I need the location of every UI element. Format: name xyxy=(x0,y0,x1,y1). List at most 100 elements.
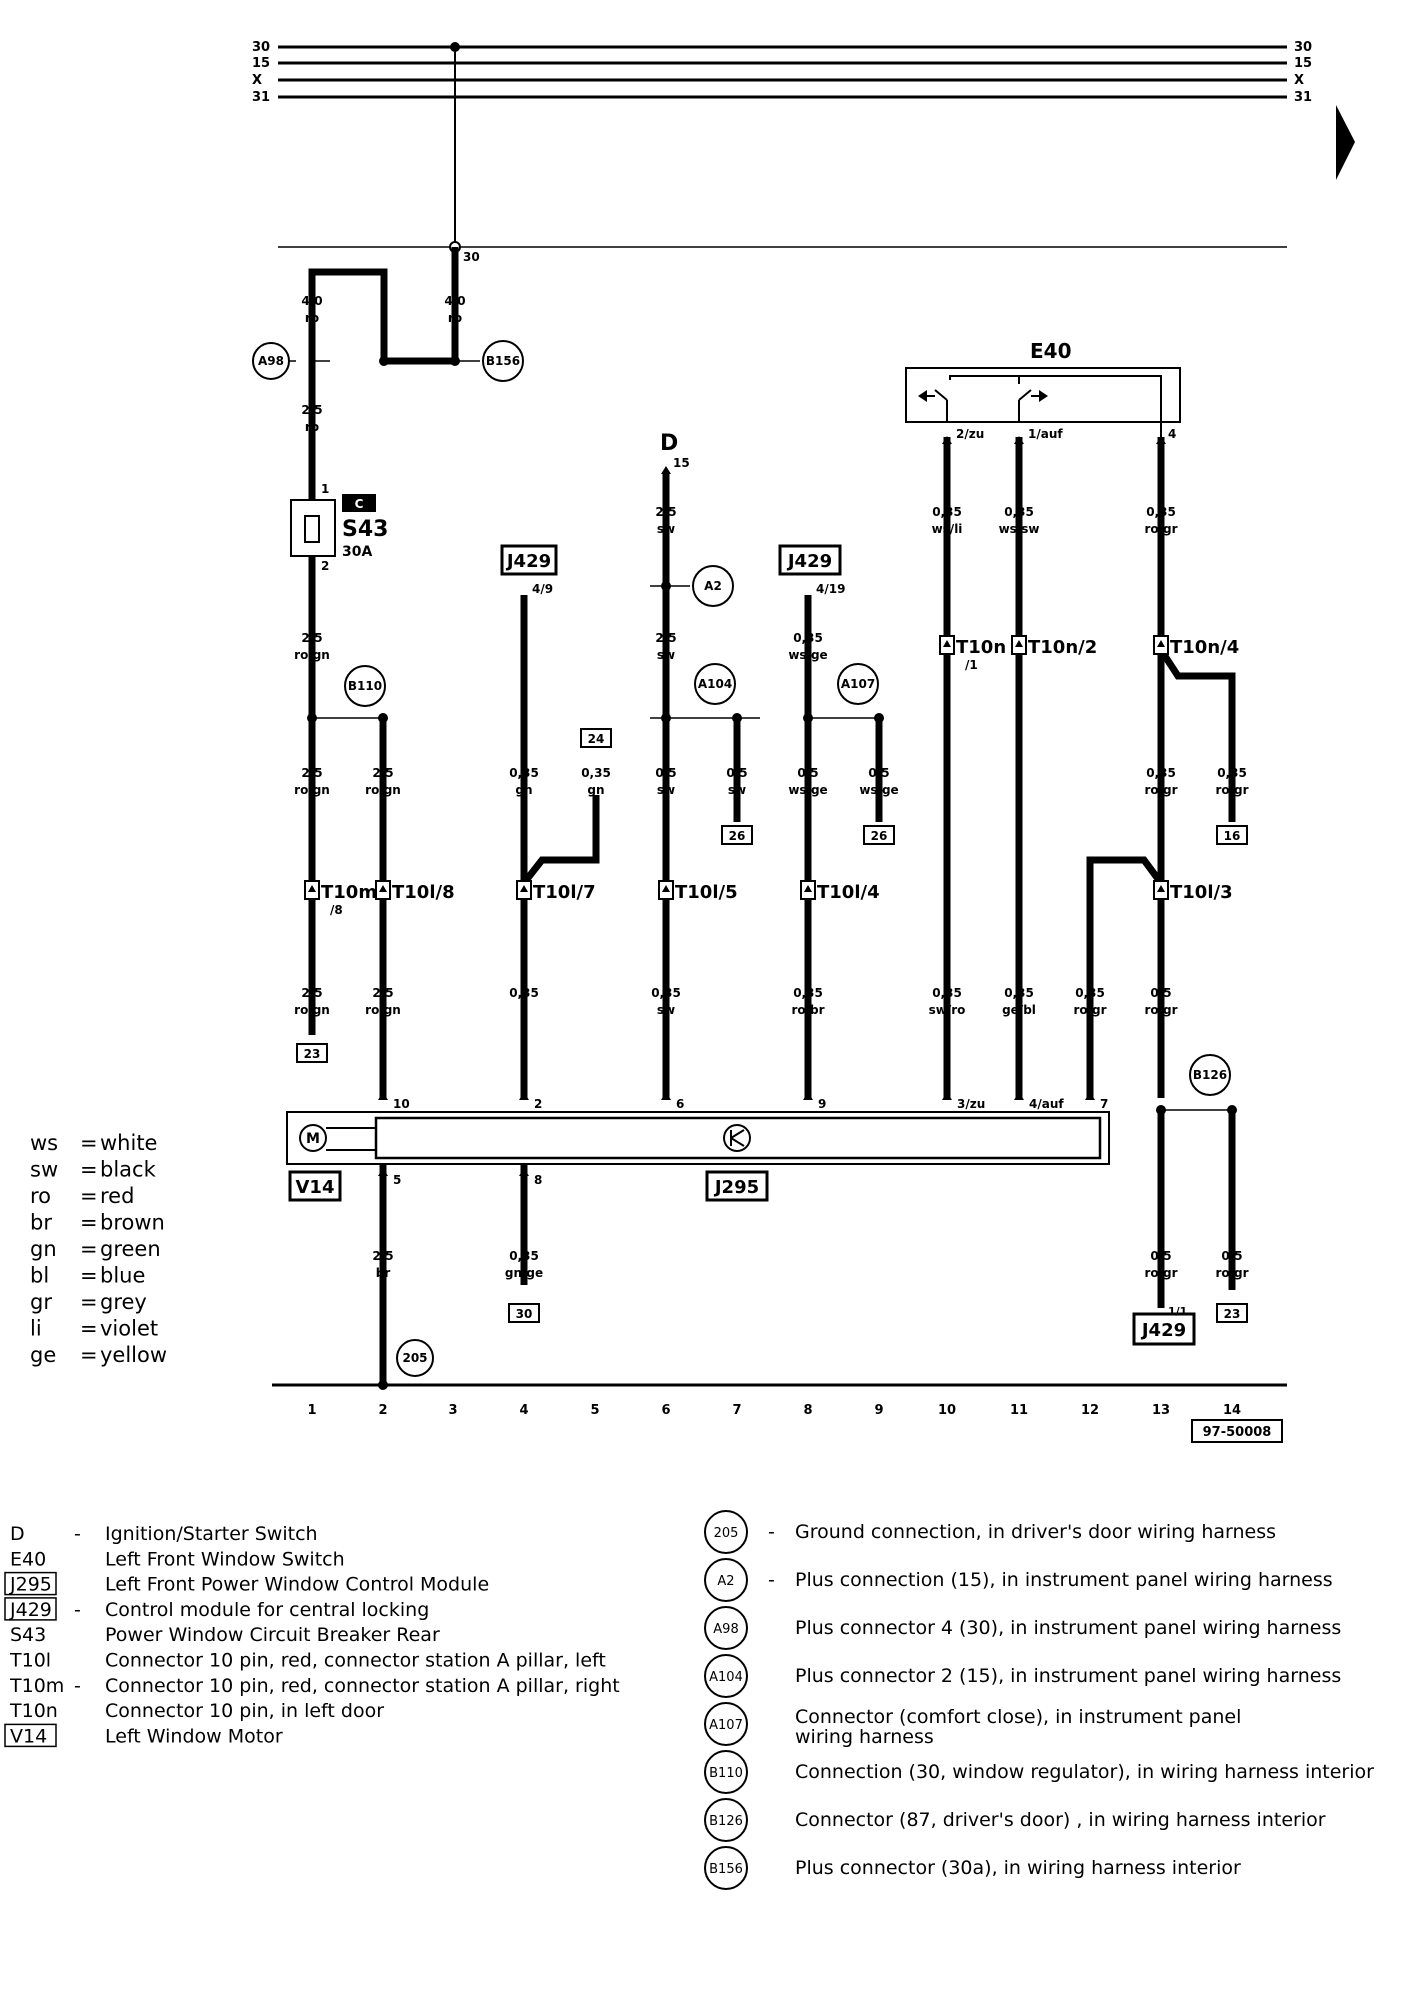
connector-b156-badge[interactable] xyxy=(482,340,524,382)
terminal-30-label: 30 xyxy=(463,250,480,264)
pin-arrow-icon xyxy=(661,1092,671,1100)
wire-color: ro/gr xyxy=(1215,1266,1248,1280)
wire-size: 4,0 xyxy=(444,294,465,308)
connector-b110-badge[interactable] xyxy=(344,665,386,707)
wire-color: ro/gn xyxy=(294,1003,330,1017)
connector-a98-badge[interactable] xyxy=(252,342,290,380)
wire-size: 0,5 xyxy=(797,766,818,780)
column-number: 5 xyxy=(590,1403,599,1418)
reference-box-label: 30 xyxy=(516,1307,533,1321)
pin-arrow-icon xyxy=(379,885,387,892)
legend-code: A98 xyxy=(713,1622,738,1637)
module-label: J429 xyxy=(1140,1320,1186,1341)
reference-box xyxy=(721,825,753,845)
wire-size: 0,35 xyxy=(1075,986,1105,1000)
wire-size: 0,35 xyxy=(509,1249,539,1263)
reference-box xyxy=(1216,825,1248,845)
legend-text: Left Front Power Window Control Module xyxy=(105,1574,489,1596)
legend-text: Control module for central locking xyxy=(105,1599,429,1621)
color-equals: = xyxy=(80,1131,98,1155)
connector-label: T10n xyxy=(956,637,1006,658)
wire-color: ro xyxy=(448,311,462,325)
wire-color: ro/gn xyxy=(294,648,330,662)
control-module-j429-a[interactable] xyxy=(500,544,558,576)
ignition-pin-label: 15 xyxy=(673,456,690,470)
legend-dash: - xyxy=(74,1523,81,1545)
wire-size: 2,5 xyxy=(655,631,676,645)
connector-label: T10l/7 xyxy=(533,882,596,903)
connector-a2-badge[interactable] xyxy=(692,565,734,607)
column-number: 3 xyxy=(448,1403,457,1418)
junction-dot xyxy=(450,356,460,366)
connector-a104-badge[interactable] xyxy=(694,663,736,705)
wire-size: 2,5 xyxy=(655,505,676,519)
color-equals: = xyxy=(80,1317,98,1341)
legend-code: A107 xyxy=(709,1718,743,1733)
motor-icon xyxy=(299,1124,327,1152)
color-code: bl xyxy=(30,1264,49,1288)
legend-dash: - xyxy=(768,1569,775,1591)
column-number: 6 xyxy=(661,1403,670,1418)
color-code: gr xyxy=(30,1290,52,1314)
wire-size: 0,35 xyxy=(581,766,611,780)
connector-b126-badge[interactable] xyxy=(1189,1054,1231,1096)
motor-label: V14 xyxy=(296,1177,335,1198)
connector-a2-label: A2 xyxy=(704,579,722,593)
color-name: blue xyxy=(100,1264,145,1288)
wire-color: ro/gr xyxy=(1144,1266,1177,1280)
color-code: ws xyxy=(30,1131,58,1155)
control-module-j429-b[interactable] xyxy=(778,544,842,576)
wire-color: li xyxy=(520,1003,528,1017)
column-number: 10 xyxy=(938,1403,956,1418)
wire-size: 0,5 xyxy=(726,766,747,780)
window-switch-label: E40 xyxy=(1030,339,1072,363)
window-motor-v14[interactable] xyxy=(288,1170,342,1202)
wire-color: ro/gr xyxy=(1144,1003,1177,1017)
ignition-switch-label: D xyxy=(660,431,678,456)
pin-label: 4/9 xyxy=(532,582,553,596)
wire-size: 2,5 xyxy=(301,766,322,780)
connector-label: T10l/3 xyxy=(1170,882,1233,903)
wire-size: 0,5 xyxy=(1221,1249,1242,1263)
legend-text: Connection (30, window regulator), in wi… xyxy=(795,1761,1374,1783)
color-code: ge xyxy=(30,1343,56,1367)
legend-code: B110 xyxy=(709,1766,743,1781)
legend-code: T10l xyxy=(9,1650,51,1672)
legend-code: D xyxy=(10,1523,25,1545)
junction-dot xyxy=(874,713,884,723)
module-pin: 2 xyxy=(534,1097,542,1111)
legend-text: Plus connector 2 (15), in instrument pan… xyxy=(795,1665,1341,1687)
legend-text: Power Window Circuit Breaker Rear xyxy=(105,1624,440,1646)
bus-label-right: 30 xyxy=(1294,40,1312,55)
pin-arrow-icon xyxy=(1156,436,1166,444)
wire-color: ro/gn xyxy=(365,783,401,797)
wire-color: sw xyxy=(728,783,746,797)
legend-text: wiring harness xyxy=(795,1726,934,1748)
pin-label: 1/1 xyxy=(1168,1305,1187,1318)
column-number: 13 xyxy=(1152,1403,1170,1418)
reference-box-label: 26 xyxy=(871,829,888,843)
continuation-arrow-icon[interactable] xyxy=(1336,105,1355,180)
column-number: 11 xyxy=(1010,1403,1028,1418)
connector-a107-badge[interactable] xyxy=(837,663,879,705)
control-module-j429-c[interactable] xyxy=(1132,1312,1196,1346)
ground-205-badge[interactable] xyxy=(396,1339,434,1377)
legend-connector-badge xyxy=(704,1654,748,1698)
column-number: 9 xyxy=(874,1403,883,1418)
wire-size: 0,35 xyxy=(1004,986,1034,1000)
pin-arrow-icon xyxy=(1015,640,1023,647)
connection-legend: 205-Ground connection, in driver's door … xyxy=(704,1510,1374,1890)
pin-arrow-icon xyxy=(519,1168,529,1176)
legend-dash: - xyxy=(74,1599,81,1621)
wire-color: sw xyxy=(657,1003,675,1017)
pin-arrow-icon xyxy=(378,1168,388,1176)
module-j295-box[interactable] xyxy=(705,1170,769,1202)
color-code: gn xyxy=(30,1237,57,1261)
pin-arrow-icon xyxy=(1014,1092,1024,1100)
connector-a104-label: A104 xyxy=(698,677,732,691)
module-pin: 5 xyxy=(393,1173,401,1187)
pin-label: 4/19 xyxy=(816,582,845,596)
wire-color: ro/gr xyxy=(1144,783,1177,797)
